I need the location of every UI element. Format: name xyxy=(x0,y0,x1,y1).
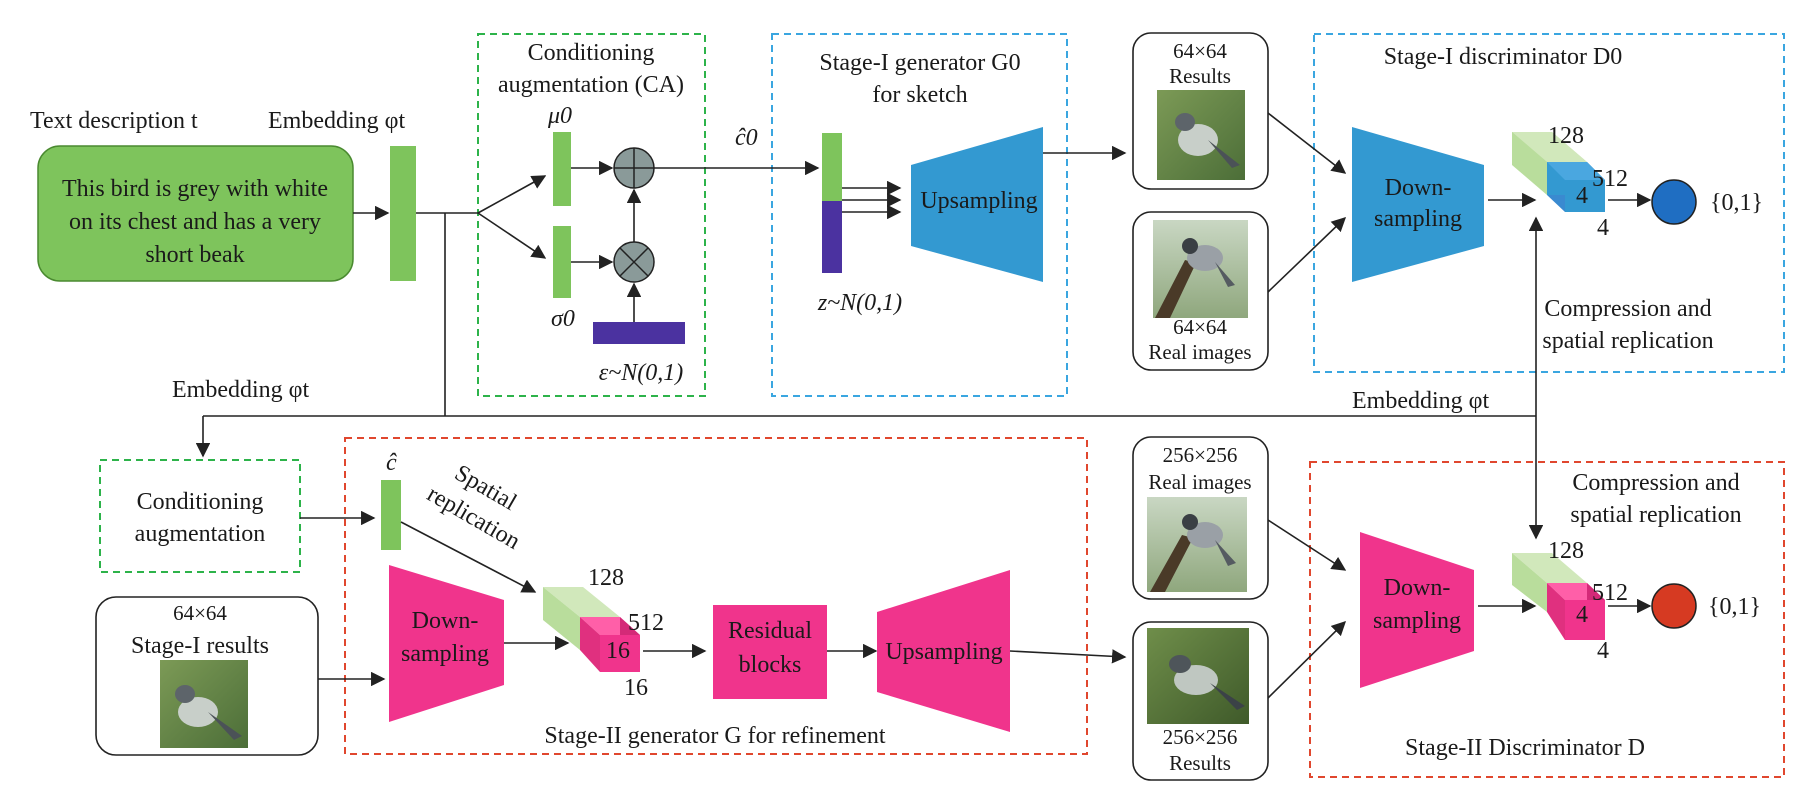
c-hat-bar xyxy=(381,480,401,550)
stage2-real-size: 256×256 xyxy=(1163,443,1238,467)
stage2-disc-feature-cube xyxy=(1512,553,1605,640)
stage2-downsampling-1: Down- xyxy=(412,608,479,634)
stage1-dim-4a: 4 xyxy=(1576,183,1588,209)
mu-label: μ0 xyxy=(547,103,572,129)
stage2-upsampling-block xyxy=(877,570,1010,732)
stage2-output-label: {0,1} xyxy=(1708,594,1761,620)
stage2-results-label: Results xyxy=(1169,751,1231,775)
residual-blocks xyxy=(713,605,827,699)
stage2-ca-2: augmentation xyxy=(135,521,266,547)
stage1-discriminator-box xyxy=(1313,33,1785,373)
stage1-disc-title: Stage-I discriminator D0 xyxy=(1384,44,1623,70)
stage1-real-image xyxy=(1153,220,1248,318)
stage2-compression-1: Compression and xyxy=(1572,470,1739,496)
stage2-disc-dim-128: 128 xyxy=(1548,538,1584,564)
stage1-compression-2: spatial replication xyxy=(1542,328,1713,354)
stage2-ca-box xyxy=(99,459,301,573)
stage2-upsampling-label: Upsampling xyxy=(885,639,1002,665)
stage1-real-label: Real images xyxy=(1148,340,1251,364)
stage2-downsampling-2: sampling xyxy=(401,641,489,667)
stage1-feature-cube xyxy=(1512,132,1605,212)
stage1-dim-128: 128 xyxy=(1548,123,1584,149)
stage2-embedding-left: Embedding φt xyxy=(172,377,310,403)
stage1-input-size: 64×64 xyxy=(173,601,227,625)
sigma-label: σ0 xyxy=(551,306,575,332)
stage2-disc-dim-4a: 4 xyxy=(1576,602,1588,628)
stage2-real-image xyxy=(1147,497,1247,592)
stage2-discriminator-box xyxy=(1309,461,1785,778)
text-line-1: This bird is grey with white xyxy=(62,176,328,202)
stage1-dim-512: 512 xyxy=(1592,166,1628,192)
stage2-disc-downsampling-1: Down- xyxy=(1384,575,1451,601)
stage2-downsampling-block xyxy=(389,565,504,722)
c-hat-label: ĉ xyxy=(386,450,397,476)
epsilon-bar xyxy=(593,322,685,344)
stage1-dim-4b: 4 xyxy=(1597,215,1609,241)
c-hat0-bar xyxy=(822,133,842,201)
stage1-upsampling-label: Upsampling xyxy=(920,188,1037,214)
stage2-output-node xyxy=(1651,583,1697,629)
epsilon-label: ε~N(0,1) xyxy=(599,360,683,386)
stage2-ca-1: Conditioning xyxy=(137,489,264,515)
stage1-generator-box xyxy=(771,33,1068,397)
stage1-upsampling-block xyxy=(911,127,1043,282)
mu-bar xyxy=(553,132,571,206)
stage2-disc-dim-512: 512 xyxy=(1592,580,1628,606)
stage1-results-image xyxy=(1157,90,1245,180)
stage1-compression-1: Compression and xyxy=(1544,296,1711,322)
stage2-gen-title: Stage-II generator G for refinement xyxy=(544,723,886,749)
stage2-embedding-right: Embedding φt xyxy=(1352,388,1490,414)
stage1-downsampling-1: Down- xyxy=(1385,175,1452,201)
stage2-gen-dim-512: 512 xyxy=(628,610,664,636)
z-bar xyxy=(822,201,842,273)
embedding-bar xyxy=(390,146,416,281)
stage2-gen-feature-cube xyxy=(543,587,640,672)
stage2-real-label: Real images xyxy=(1148,470,1251,494)
stage2-gen-dim-128: 128 xyxy=(588,565,624,591)
stage2-disc-dim-4b: 4 xyxy=(1597,638,1609,664)
stage2-disc-downsampling-2: sampling xyxy=(1373,608,1461,634)
stage1-output-label: {0,1} xyxy=(1710,190,1763,216)
stage2-gen-dim-16a: 16 xyxy=(606,638,630,664)
stage2-results-size: 256×256 xyxy=(1163,725,1238,749)
ca-title-1: Conditioning xyxy=(528,40,655,66)
text-description-title: Text description t xyxy=(30,108,198,134)
residual-label-1: Residual xyxy=(728,618,812,644)
stage2-compression-2: spatial replication xyxy=(1570,502,1741,528)
sigma-bar xyxy=(553,226,571,298)
stage1-output-node xyxy=(1651,179,1697,225)
stage1-downsampling-block xyxy=(1352,127,1484,282)
stage1-downsampling-2: sampling xyxy=(1374,206,1462,232)
text-line-3: short beak xyxy=(145,242,244,268)
stage2-disc-downsampling-block xyxy=(1360,532,1474,688)
stage2-gen-dim-16b: 16 xyxy=(624,675,648,701)
stage2-disc-title: Stage-II Discriminator D xyxy=(1405,735,1645,761)
stage1-gen-title-2: for sketch xyxy=(872,82,967,108)
stage1-results-label: Results xyxy=(1169,64,1231,88)
c-hat0-label: ĉ0 xyxy=(735,125,758,151)
stage2-generator-box xyxy=(344,437,1088,755)
text-line-2: on its chest and has a very xyxy=(69,209,321,235)
embedding-label: Embedding φt xyxy=(268,108,406,134)
stage1-gen-title-1: Stage-I generator G0 xyxy=(819,50,1020,76)
stage2-results-image xyxy=(1147,628,1249,724)
stage1-real-size: 64×64 xyxy=(1173,315,1227,339)
stage1-input-image xyxy=(160,660,248,748)
residual-label-2: blocks xyxy=(739,652,802,678)
ca-title-2: augmentation (CA) xyxy=(498,72,684,98)
ca-box xyxy=(477,33,706,397)
stage1-input-label: Stage-I results xyxy=(131,633,269,659)
z-label: z~N(0,1) xyxy=(817,290,902,316)
stage1-results-size: 64×64 xyxy=(1173,39,1227,63)
